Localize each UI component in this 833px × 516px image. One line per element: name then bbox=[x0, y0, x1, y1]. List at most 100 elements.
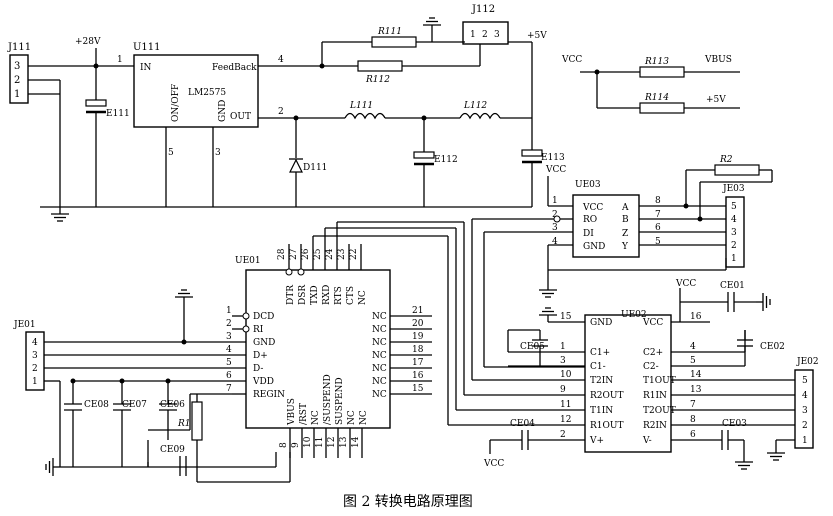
je01-pin4: 4 bbox=[32, 338, 38, 348]
ue02-left-name-5: T1IN bbox=[590, 406, 613, 416]
v5-right-label: +5V bbox=[706, 95, 726, 105]
ue01-top-pin-3: 25 bbox=[313, 248, 323, 260]
ue01-left-name-4: D- bbox=[253, 364, 263, 374]
u111-ref: U111 bbox=[133, 42, 161, 53]
ue01-right-pin-2: 19 bbox=[412, 332, 424, 342]
ue03-pin1: 1 bbox=[552, 196, 558, 206]
ue02-left-pin-3: 10 bbox=[560, 370, 572, 380]
j112-pin3: 3 bbox=[494, 30, 500, 40]
ue01-bottom-name-2: NC bbox=[311, 410, 321, 425]
vbus-label: VBUS bbox=[704, 55, 732, 65]
ue03-b: B bbox=[622, 215, 629, 225]
ce01-label: CE01 bbox=[720, 281, 745, 291]
ue01-right-pin-3: 18 bbox=[412, 345, 424, 355]
ue03-ro: RO bbox=[583, 215, 597, 225]
ue01-right-name-1: NC bbox=[372, 325, 387, 335]
ce07-label: CE07 bbox=[122, 400, 147, 410]
u111-part: LM2575 bbox=[188, 88, 226, 98]
ue02-left-pin-6: 12 bbox=[560, 415, 571, 425]
ue01-bottom-name-1: /RST bbox=[299, 403, 309, 425]
ue02-left-pin-4: 9 bbox=[560, 385, 566, 395]
ue01-top-pin-6: 22 bbox=[349, 249, 359, 260]
ue01-right-name-2: NC bbox=[372, 338, 387, 348]
j111-pin3: 3 bbox=[14, 61, 20, 72]
ue01-left-pin-4: 5 bbox=[226, 358, 232, 368]
ic-u111: U111 IN FeedBack LM2575 OUT ON/OFF GND bbox=[133, 42, 259, 128]
je03-ref: JE03 bbox=[722, 184, 745, 194]
ue02-left-name-1: C1+ bbox=[590, 348, 610, 358]
ue01-right-pin-5: 16 bbox=[412, 371, 424, 381]
ue01-left-name-0: DCD bbox=[253, 312, 274, 322]
ue03-vcc-label: VCC bbox=[545, 165, 566, 175]
ue01-bottom-pin-4: 12 bbox=[327, 437, 337, 448]
ue01-top-name-2: TXD bbox=[310, 285, 320, 305]
e113-label: E113 bbox=[541, 153, 565, 163]
ue01-left-pin-3: 4 bbox=[226, 345, 232, 355]
j112-pin2: 2 bbox=[482, 30, 488, 40]
u111-pin4: 4 bbox=[278, 55, 284, 65]
u111-pin2: 2 bbox=[278, 107, 284, 117]
je01-pin1: 1 bbox=[32, 377, 38, 387]
j111-pin2: 2 bbox=[14, 75, 20, 86]
power-supply-section: J111 3 2 1 +28V E111 1 U111 IN FeedBack … bbox=[7, 4, 565, 222]
je02-ref: JE02 bbox=[796, 357, 819, 367]
ue01-top-name-6: NC bbox=[358, 290, 368, 305]
ue01-top-name-1: DSR bbox=[298, 285, 308, 305]
r113-label: R113 bbox=[644, 57, 669, 67]
ue01-right-name-0: NC bbox=[372, 312, 387, 322]
j111-pin1: 1 bbox=[14, 89, 20, 100]
r1-label: R1 bbox=[177, 419, 191, 429]
ue01-left-pin-2: 3 bbox=[226, 332, 232, 342]
ue02-right-pin-4: 13 bbox=[690, 385, 702, 395]
d111-label: D111 bbox=[303, 163, 327, 173]
ue02-left-pin-1: 1 bbox=[560, 342, 566, 352]
ic-ue01: UE01 28DTR27DSR26TXD25RXD24RTS23CTS22NC … bbox=[226, 244, 432, 458]
j111-ref: J111 bbox=[7, 42, 31, 53]
ue01-left-pin-1: 2 bbox=[226, 319, 232, 329]
ue01-left-name-6: REGIN bbox=[253, 390, 285, 400]
ue02-right-pin-7: 6 bbox=[690, 430, 696, 440]
ue02-left-pin-7: 2 bbox=[560, 430, 566, 440]
ue01-bottom-name-6: NC bbox=[359, 410, 369, 425]
ue02-right-name-5: T2OUT bbox=[643, 406, 676, 416]
ue01-top-pin-1: 27 bbox=[289, 248, 299, 260]
ue03-y: Y bbox=[621, 242, 629, 252]
v28-label: +28V bbox=[75, 37, 101, 47]
e112-label: E112 bbox=[434, 155, 458, 165]
connector-je03: JE03 5 4 3 2 1 bbox=[722, 184, 745, 268]
u111-out: OUT bbox=[230, 112, 251, 122]
ue01-bottom-name-5: NC bbox=[347, 410, 357, 425]
ce04-vcc-label: VCC bbox=[483, 459, 504, 469]
ue02-left-name-2: C1- bbox=[590, 362, 606, 372]
je03-pin4: 4 bbox=[731, 215, 737, 225]
r112-label: R112 bbox=[365, 75, 390, 85]
je01-ref: JE01 bbox=[13, 320, 36, 330]
ue01-right-pin-6: 15 bbox=[412, 384, 424, 394]
l112-label: L112 bbox=[463, 101, 487, 111]
ue02-vcc-label: VCC bbox=[675, 279, 696, 289]
j112-pin1: 1 bbox=[470, 30, 476, 40]
u111-onoff: ON/OFF bbox=[171, 84, 181, 122]
ue01-top-pin-0: 28 bbox=[277, 248, 287, 260]
ue01-top-name-5: CTS bbox=[346, 286, 356, 305]
ue01-left-name-1: RI bbox=[253, 325, 264, 335]
ue01-top-name-0: DTR bbox=[286, 285, 296, 305]
ue02-right-name-6: R2IN bbox=[643, 421, 667, 431]
u111-pin1: 1 bbox=[117, 55, 123, 65]
ue01-right-name-4: NC bbox=[372, 364, 387, 374]
ue03-z: Z bbox=[622, 229, 628, 239]
e111-label: E111 bbox=[106, 109, 130, 119]
ue03-pin8: 8 bbox=[655, 196, 661, 206]
ue02-right-name-4: R1IN bbox=[643, 391, 667, 401]
ue03-di: DI bbox=[583, 229, 594, 239]
ue03-vcc: VCC bbox=[582, 203, 603, 213]
ue01-bottom-name-3: /SUSPEND bbox=[323, 374, 333, 425]
ue02-right-name-3: T1OUT bbox=[643, 376, 676, 386]
ue02-right-name-2: C2- bbox=[643, 362, 659, 372]
vcc-vbus-block: VCC R113 VBUS R114 +5V bbox=[561, 55, 740, 114]
ue02-left-name-6: R1OUT bbox=[590, 421, 623, 431]
ue01-left-pin-0: 1 bbox=[226, 306, 232, 316]
je03-pin5: 5 bbox=[731, 202, 737, 212]
ue02-left-name-7: V+ bbox=[589, 436, 604, 446]
r111-label: R111 bbox=[377, 27, 402, 37]
